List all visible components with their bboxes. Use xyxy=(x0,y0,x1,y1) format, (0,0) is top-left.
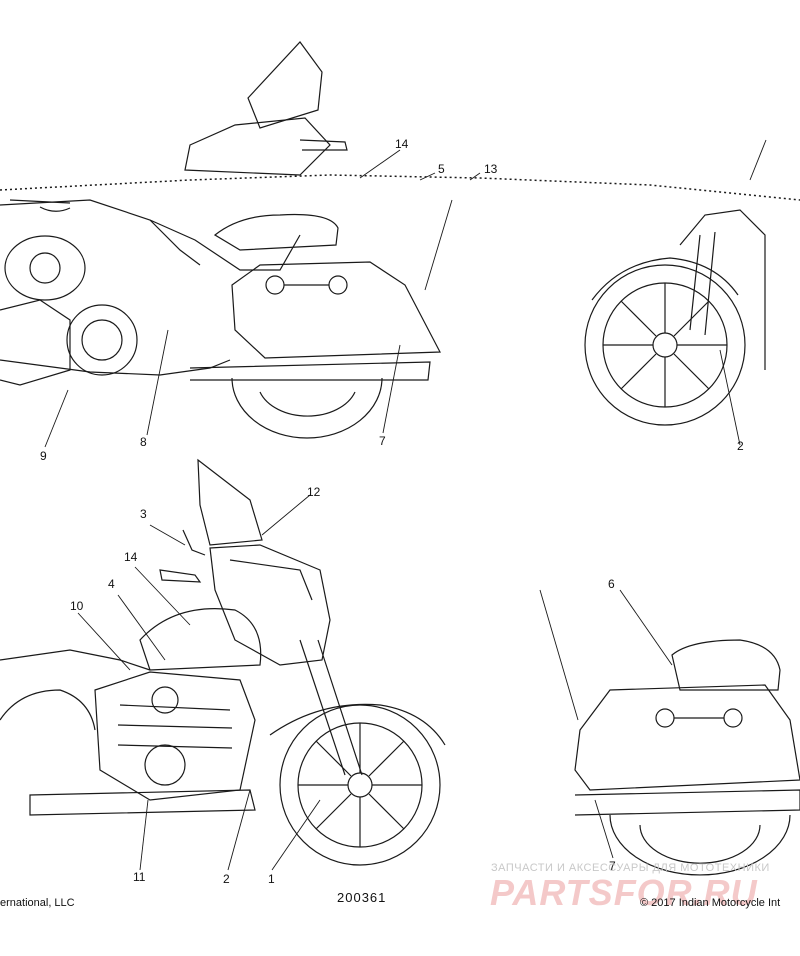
callout-2-lower: 2 xyxy=(223,872,230,886)
bottom-left-motorcycle xyxy=(0,458,446,866)
callout-7: 7 xyxy=(379,434,386,448)
callout-7-lower: 7 xyxy=(609,859,616,873)
callout-10: 10 xyxy=(70,599,84,613)
callout-14-lower: 14 xyxy=(124,550,138,564)
callout-5: 5 xyxy=(438,162,445,176)
footer-left-copyright: ernational, LLC xyxy=(0,897,75,909)
callout-6: 6 xyxy=(608,577,615,591)
callout-14: 14 xyxy=(395,137,409,151)
callout-9: 9 xyxy=(40,449,47,463)
callout-1: 1 xyxy=(268,872,275,886)
footer-right-copyright: © 2017 Indian Motorcycle Int xyxy=(640,897,781,909)
top-right-front-view xyxy=(584,209,766,426)
callout-4: 4 xyxy=(108,577,115,591)
reference-code: 200361 xyxy=(337,890,387,905)
callout-12: 12 xyxy=(307,485,321,499)
watermark-logo: PARTSFOR.RU xyxy=(490,872,758,913)
top-left-motorcycle xyxy=(0,41,441,439)
callout-8: 8 xyxy=(140,435,147,449)
callout-11: 11 xyxy=(133,870,146,884)
callout-3: 3 xyxy=(140,507,147,521)
callout-13: 13 xyxy=(484,162,498,176)
callout-2: 2 xyxy=(737,439,744,453)
watermark-tagline: ЗАПЧАСТИ И АКСЕССУАРЫ ДЛЯ МОТОТЕХНИКИ xyxy=(491,862,770,874)
bottom-right-saddlebag xyxy=(574,639,800,876)
leader-lines xyxy=(44,139,767,871)
